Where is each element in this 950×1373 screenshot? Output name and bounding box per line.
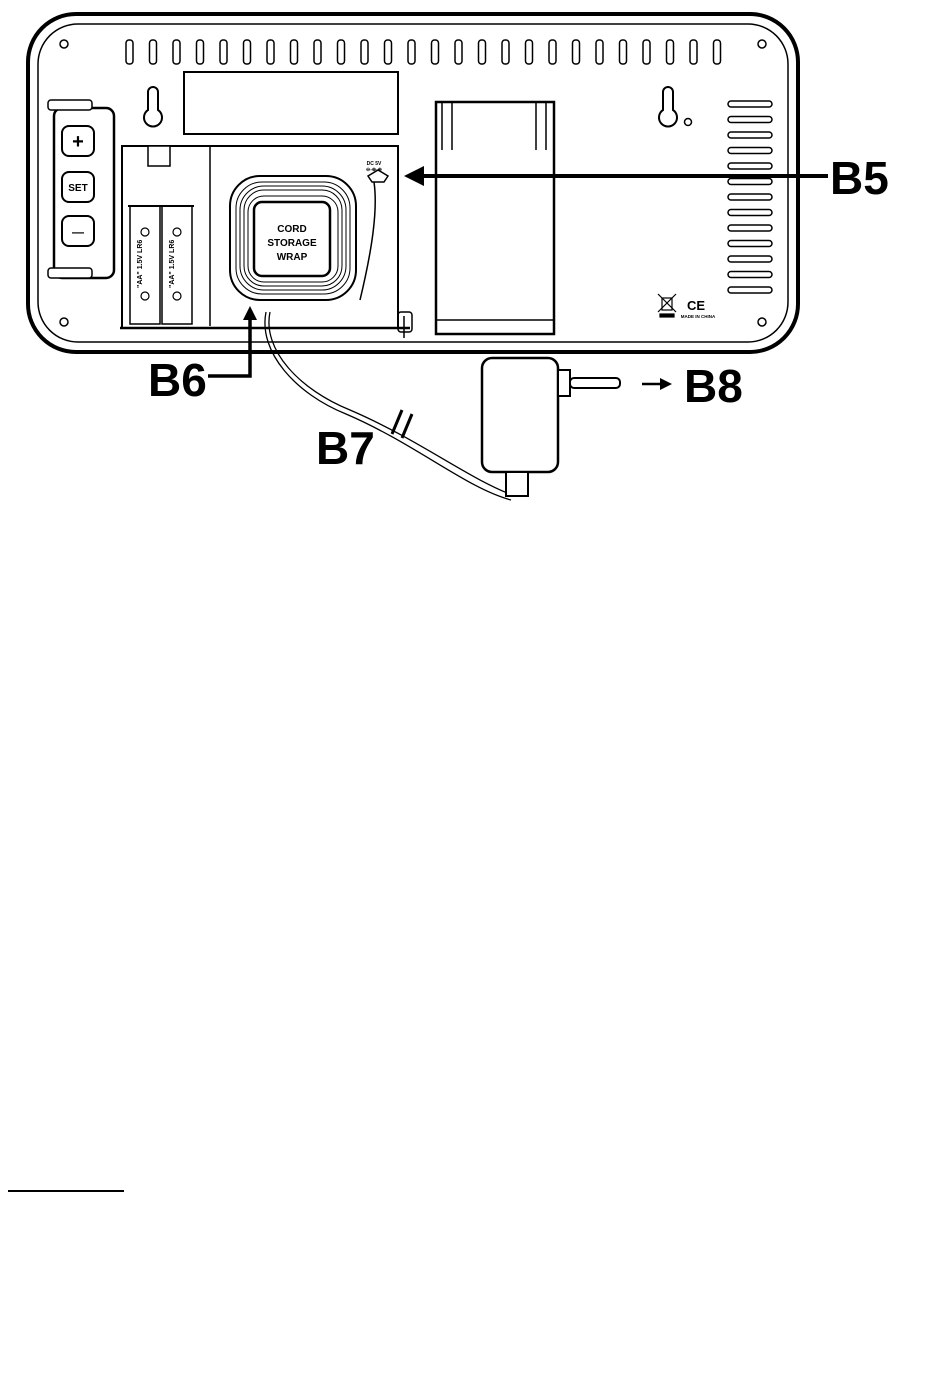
top-vent-slot	[150, 40, 157, 64]
callout-b8: B8	[684, 360, 743, 412]
battery-label-right: "AA" 1.5V LR6	[169, 240, 176, 288]
top-vent-slot	[197, 40, 204, 64]
weee-icon	[658, 294, 676, 317]
cable-break-mark	[392, 410, 412, 438]
stand	[436, 102, 554, 334]
top-vent-slot	[220, 40, 227, 64]
top-vent-slot	[479, 40, 486, 64]
top-vent-slot	[338, 40, 345, 64]
power-cable	[265, 312, 515, 500]
made-in-label: MADE IN CHINA	[681, 314, 716, 319]
top-vent-slot	[526, 40, 533, 64]
cord-wrap-label-line3: WRAP	[277, 252, 308, 263]
footer-rule	[8, 1190, 124, 1192]
set-button[interactable]: SET	[62, 172, 94, 202]
top-vent-slot	[267, 40, 274, 64]
side-vent-slot	[728, 101, 772, 107]
side-vent-slot	[728, 241, 772, 247]
minus-button[interactable]: —	[62, 216, 94, 246]
top-vent-slot	[408, 40, 415, 64]
top-vent-slot	[573, 40, 580, 64]
plus-button-label: +	[72, 131, 84, 153]
side-vent-slot	[728, 163, 772, 169]
side-vent-slot	[728, 225, 772, 231]
side-vent-slot	[728, 272, 772, 278]
top-vent-slot	[432, 40, 439, 64]
side-vent-slot	[728, 132, 772, 138]
side-vent-slot	[728, 210, 772, 216]
top-vent-slot	[385, 40, 392, 64]
top-vent-slot	[596, 40, 603, 64]
top-vent-slot	[502, 40, 509, 64]
side-vent-slot	[728, 194, 772, 200]
callout-b6-arrow	[208, 306, 257, 376]
device-back-diagram: + SET — "AA" 1.5V LR6 "AA" 1.5V LR6 CORD…	[0, 0, 950, 520]
top-vent-slot	[126, 40, 133, 64]
top-vent-slots	[126, 40, 721, 64]
callout-b5: B5	[830, 152, 889, 204]
side-vent-slot	[728, 117, 772, 123]
top-vent-slot	[620, 40, 627, 64]
battery-label-left: "AA" 1.5V LR6	[137, 240, 144, 288]
cord-wrap-label-line1: CORD	[277, 224, 306, 235]
set-button-label: SET	[68, 183, 87, 194]
keyhole-mount-left	[144, 87, 162, 126]
top-vent-slot	[549, 40, 556, 64]
plus-button[interactable]: +	[62, 126, 94, 156]
dc-jack-label-line2: ⊖-⊕-⊕	[366, 167, 382, 173]
top-vent-slot	[173, 40, 180, 64]
top-vent-slot	[291, 40, 298, 64]
top-vent-slot	[244, 40, 251, 64]
side-vent-slot	[728, 256, 772, 262]
side-vent-slot	[728, 148, 772, 154]
top-vent-slot	[314, 40, 321, 64]
callout-b7: B7	[316, 422, 375, 474]
side-vent-slot	[728, 287, 772, 293]
side-vent-slot	[728, 179, 772, 185]
top-vent-slot	[643, 40, 650, 64]
side-vent-slots	[728, 101, 772, 293]
label-recess	[184, 72, 398, 134]
top-vent-slot	[361, 40, 368, 64]
cord-wrap-label-line2: STORAGE	[267, 238, 317, 249]
cable-clip	[398, 312, 412, 338]
top-vent-slot	[455, 40, 462, 64]
ce-mark: CE	[687, 298, 705, 313]
top-vent-slot	[690, 40, 697, 64]
mount-screw-right	[685, 119, 692, 126]
minus-button-label: —	[72, 225, 84, 239]
callout-b6: B6	[148, 354, 207, 406]
dc-jack	[360, 170, 388, 300]
power-adapter	[482, 358, 620, 496]
top-vent-slot	[667, 40, 674, 64]
keyhole-mount-right	[659, 87, 677, 126]
top-vent-slot	[714, 40, 721, 64]
device-housing	[28, 14, 798, 352]
callout-b8-arrow	[642, 378, 672, 390]
